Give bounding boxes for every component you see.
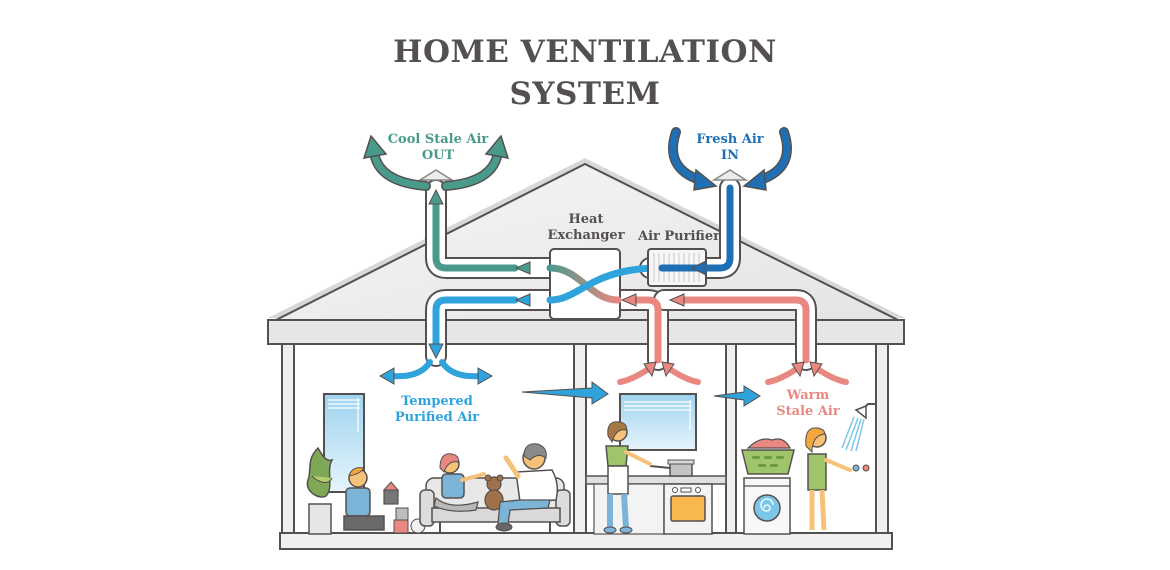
kitchen <box>585 393 727 535</box>
warm-stale-air-label-line2: Stale Air <box>776 404 840 419</box>
tempered-air-diffuser-arrows <box>378 359 494 385</box>
cool-stale-air-label-line1: Cool Stale Air <box>387 132 489 147</box>
fresh-air-label-line1: Fresh Air <box>696 132 764 147</box>
bathroom-laundry <box>741 403 876 535</box>
warm-stale-air-label-line1: Warm <box>786 388 830 403</box>
child-with-blocks <box>343 467 426 534</box>
cool-stale-air-label-line2: OUT <box>421 148 455 163</box>
fresh-air-in-curved-arrows <box>668 127 792 191</box>
tempered-air-label-line2: Purified Air <box>394 410 480 425</box>
heat-exchanger-label: Heat Exchanger <box>540 212 632 244</box>
house-structure <box>279 343 893 550</box>
fresh-air-in-flow <box>696 184 734 272</box>
kitchen-return-flow <box>632 296 662 364</box>
air-purifier <box>647 248 710 287</box>
stale-air-out-arrowhead <box>428 188 444 205</box>
tempered-air-label-line1: Tempered <box>401 394 473 409</box>
washing-machine <box>743 477 791 535</box>
potted-plant <box>306 446 334 535</box>
stove <box>663 483 713 535</box>
air-purifier-label: Air Purifier <box>634 229 724 245</box>
shower-head <box>841 403 876 452</box>
diagram-title-line2: SYSTEM <box>509 76 661 112</box>
heat-exchanger <box>546 248 664 320</box>
woman-at-shower <box>805 427 870 531</box>
diagram-title-line1: HOME VENTILATION <box>393 34 777 70</box>
bathroom-extract-arrows <box>765 361 849 385</box>
pot <box>649 459 695 477</box>
exhaust-vent-cap <box>417 169 455 181</box>
fresh-air-label: Fresh Air IN <box>680 132 780 164</box>
transfer-air-arrows <box>521 381 761 407</box>
air-flows <box>428 184 810 364</box>
floor <box>279 532 893 550</box>
air-purifier-label-line1: Air Purifier <box>638 229 720 244</box>
heat-exchanger-label-line2: Exchanger <box>547 228 625 243</box>
heat-exchanger-label-line1: Heat <box>568 212 604 227</box>
tempered-air-flow <box>432 296 519 350</box>
warm-stale-air-label: Warm Stale Air <box>768 388 848 420</box>
girl-on-sofa <box>433 453 486 512</box>
tempered-purified-air-label: Tempered Purified Air <box>384 394 490 426</box>
cool-stale-air-label: Cool Stale Air OUT <box>372 132 504 164</box>
kitchen-extract-arrows <box>617 361 701 385</box>
fresh-air-label-line2: IN <box>721 148 739 163</box>
living-room <box>306 393 571 535</box>
intake-vent-cap <box>711 169 749 181</box>
man-on-sofa <box>495 443 559 532</box>
teddy-bear <box>484 474 504 511</box>
stale-air-out-flow <box>432 196 519 272</box>
bathroom-return-flow <box>680 296 810 364</box>
stale-air-out-curved-arrows <box>362 134 510 191</box>
kitchen-window <box>619 393 697 451</box>
laundry-basket <box>741 438 795 475</box>
woman-cooking <box>603 421 652 534</box>
